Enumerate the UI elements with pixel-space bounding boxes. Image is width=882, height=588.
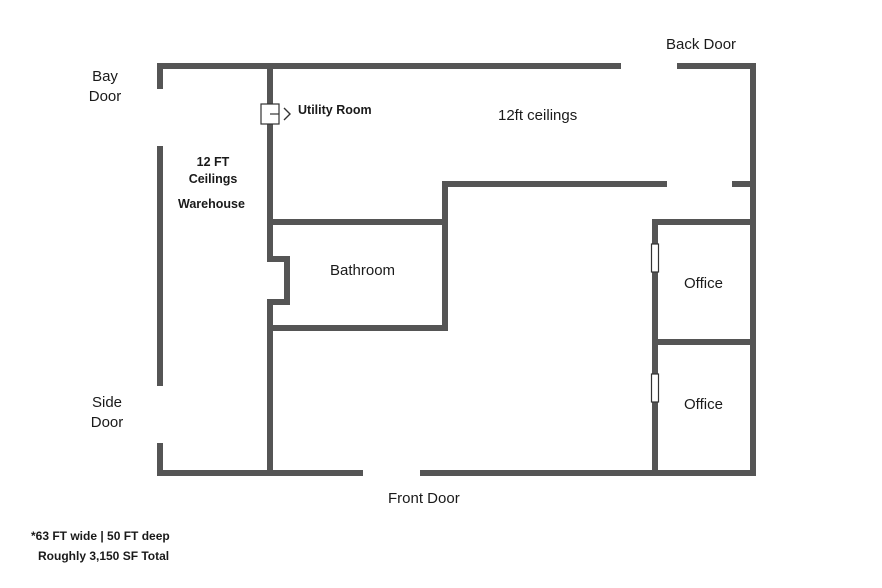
- wall-bottom-left: [157, 470, 363, 476]
- partition-notch-bottom: [267, 299, 290, 305]
- warehouse-partition-top: [267, 63, 273, 259]
- bathroom-wall-right: [442, 181, 448, 331]
- partition-notch-top: [267, 256, 290, 262]
- office-divider: [652, 339, 756, 345]
- wall-left-top: [157, 63, 163, 89]
- side-door-line-1: Side: [91, 394, 123, 411]
- office-lower-label: Office: [684, 396, 723, 413]
- side-door-line-2: Door: [90, 414, 124, 431]
- office-upper-door: [650, 243, 660, 273]
- warehouse-ceilings-line-2: Ceilings: [188, 172, 238, 186]
- warehouse-ceilings-label: 12 FT Ceilings: [175, 154, 251, 188]
- bay-door-line-1: Bay: [92, 68, 118, 85]
- office-lower-door: [650, 373, 660, 403]
- total-area-note: Roughly 3,150 SF Total: [38, 549, 170, 563]
- back-door-label: Back Door: [666, 36, 737, 53]
- office-wall-top: [652, 219, 756, 225]
- utility-room-label: Utility Room: [298, 103, 372, 117]
- warehouse-label: Warehouse: [178, 197, 245, 211]
- side-door-label: Side Door: [84, 393, 130, 433]
- wall-left-middle: [157, 146, 163, 386]
- wall-bottom-right: [420, 470, 756, 476]
- wall-top-right: [677, 63, 756, 69]
- office-upper-label: Office: [684, 275, 723, 292]
- corridor-wall: [442, 181, 667, 187]
- wall-top-left: [157, 63, 621, 69]
- wall-left-bottom: [157, 443, 163, 476]
- utility-room-arrow-icon: [283, 107, 291, 121]
- office-wall-left: [652, 219, 658, 476]
- bathroom-wall-bottom: [267, 325, 448, 331]
- wall-right: [750, 63, 756, 476]
- bathroom-wall-top: [267, 219, 448, 225]
- bay-door-label: Bay Door: [82, 67, 128, 107]
- partition-notch-side: [284, 256, 290, 305]
- bathroom-label: Bathroom: [330, 262, 396, 279]
- ceilings-label: 12ft ceilings: [498, 107, 578, 124]
- dimensions-note: *63 FT wide | 50 FT deep: [31, 529, 170, 543]
- corridor-wall-stub: [732, 181, 756, 187]
- front-door-label: Front Door: [388, 490, 460, 507]
- warehouse-partition-bottom: [267, 300, 273, 476]
- bay-door-line-2: Door: [88, 88, 122, 105]
- warehouse-ceilings-line-1: 12 FT: [196, 155, 230, 169]
